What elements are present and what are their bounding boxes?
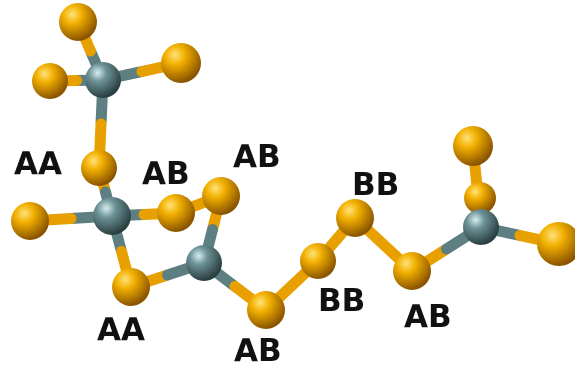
site-label-aa-lower: AA <box>97 312 145 348</box>
sulfur-atom-s3 <box>32 63 68 99</box>
sulfur-atom-s4 <box>81 150 117 186</box>
metal-atom-m3 <box>186 245 222 281</box>
sulfur-atom-s8 <box>112 268 150 306</box>
site-label-ab-top: AB <box>233 139 281 175</box>
atom-layer <box>11 3 575 329</box>
site-label-ab-right: AB <box>404 299 452 335</box>
sulfur-atom-s5 <box>11 202 49 240</box>
sulfur-atom-s13 <box>453 126 493 166</box>
site-label-bb-upper: BB <box>352 167 399 203</box>
sulfur-atom-s12 <box>393 252 431 290</box>
label-layer: AA AB AB BB AA BB AB AB <box>14 139 452 369</box>
sulfur-atom-s11 <box>336 199 374 237</box>
site-label-ab-middle: AB <box>142 156 190 192</box>
site-label-ab-bottom: AB <box>234 333 282 369</box>
metal-atom-m2 <box>93 197 131 235</box>
site-label-aa-upper: AA <box>14 146 62 182</box>
sulfur-atom-s1 <box>59 3 97 41</box>
sulfur-atom-s6 <box>157 194 195 232</box>
site-label-bb-lower: BB <box>318 283 365 319</box>
metal-atom-m4 <box>463 209 499 245</box>
sulfur-atom-s2 <box>161 43 201 83</box>
sulfur-atom-s7 <box>202 177 240 215</box>
sulfur-atom-s10 <box>300 243 336 279</box>
sulfur-atom-s15 <box>537 222 575 266</box>
sulfur-atom-s14 <box>464 182 496 214</box>
metal-atom-m1 <box>85 62 121 98</box>
sulfur-atom-s9 <box>247 291 285 329</box>
